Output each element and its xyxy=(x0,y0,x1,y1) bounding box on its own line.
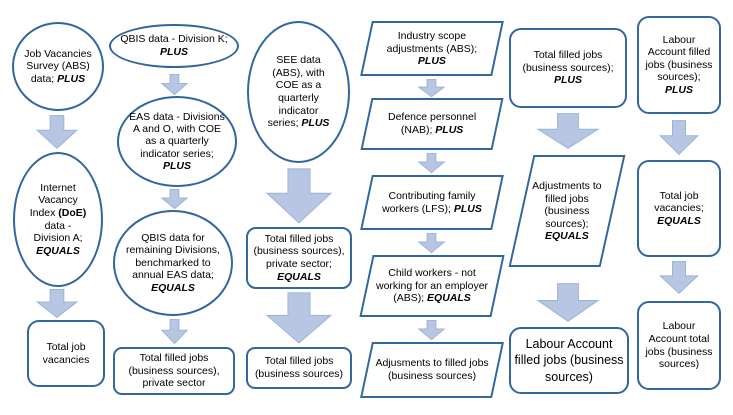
operator-label: PLUS xyxy=(453,202,482,215)
operator-label: EQUALS xyxy=(36,244,80,257)
node-total-job-vacancies-equals: Total job vacancies; EQUALS xyxy=(637,160,721,257)
operator-label: PLUS xyxy=(553,74,582,87)
node-labour-account-filled-jobs-plus: Labour Account filled jobs (business sou… xyxy=(637,16,721,114)
node-label: Total job vacancies; EQUALS xyxy=(639,190,719,228)
down-arrow-icon xyxy=(161,189,188,209)
node-text: Labour Account total jobs (business sour… xyxy=(645,320,713,371)
operator-label: EQUALS xyxy=(657,214,701,227)
node-qbis-division-k: QBIS data - Division K; PLUS xyxy=(109,24,239,68)
node-text: Job Vacancies Survey (ABS) data; xyxy=(24,47,92,85)
node-label: Child workers - not working for an emplo… xyxy=(368,267,496,305)
node-text: Total filled jobs (business sources); xyxy=(522,49,614,74)
node-label: QBIS data for remaining Divisions, bench… xyxy=(115,232,231,295)
down-arrow-icon xyxy=(418,233,445,253)
node-total-filled-jobs-private-equals: Total filled jobs (business sources), pr… xyxy=(246,227,352,289)
node-total-filled-jobs-business: Total filled jobs (business sources) xyxy=(246,347,352,389)
node-text: Internet Vacancy Index xyxy=(29,181,78,219)
operator-label: PLUS xyxy=(664,83,693,96)
node-industry-scope-adjustments: Industry scope adjustments (ABS); PLUS xyxy=(360,21,504,76)
node-text: Adjusments to filled jobs (business sour… xyxy=(375,357,489,382)
down-arrow-icon xyxy=(36,115,78,149)
node-label: Adjusments to filled jobs (business sour… xyxy=(368,357,496,382)
node-labour-account-filled-jobs: Labour Account filled jobs (business sou… xyxy=(509,327,629,394)
down-arrow-icon xyxy=(659,261,699,294)
down-arrow-icon xyxy=(36,289,78,318)
node-label: Industry scope adjustments (ABS); PLUS xyxy=(368,30,496,68)
node-text: data - Division A; xyxy=(33,219,83,245)
down-arrow-icon xyxy=(418,320,445,340)
operator-label: EQUALS xyxy=(427,292,471,305)
node-labour-account-total-jobs: Labour Account total jobs (business sour… xyxy=(637,301,721,390)
node-label: Contributing family workers (LFS); PLUS xyxy=(368,190,496,215)
down-arrow-icon xyxy=(536,113,600,149)
operator-label: EQUALS xyxy=(277,270,321,283)
node-label: Total filled jobs (business sources) xyxy=(248,355,350,380)
node-text: QBIS data for remaining Divisions, bench… xyxy=(126,231,220,282)
down-arrow-icon xyxy=(161,319,188,344)
node-label: QBIS data - Division K; PLUS xyxy=(111,33,237,58)
node-text: Adjustments to filled jobs (business sou… xyxy=(532,179,602,230)
down-arrow-icon xyxy=(536,283,600,322)
node-internet-vacancy-index: Internet Vacancy Index (DoE) data - Divi… xyxy=(13,152,103,287)
node-label: Labour Account filled jobs (business sou… xyxy=(511,336,627,385)
node-label: Labour Account total jobs (business sour… xyxy=(639,320,719,370)
bold-text: (DoE) xyxy=(58,206,87,219)
node-label: Total job vacancies xyxy=(29,341,103,366)
node-label: Total filled jobs (business sources), pr… xyxy=(248,233,350,283)
node-child-workers: Child workers - not working for an emplo… xyxy=(359,255,505,317)
operator-label: PLUS xyxy=(301,117,330,130)
node-total-filled-jobs-private: Total filled jobs (business sources), pr… xyxy=(113,347,235,395)
node-label: SEE data (ABS), with COE as a quarterly … xyxy=(249,54,348,130)
down-arrow-icon xyxy=(161,74,188,95)
node-text: SEE data (ABS), with COE as a quarterly … xyxy=(267,54,325,130)
down-arrow-icon xyxy=(659,120,699,155)
node-total-job-vacancies: Total job vacancies xyxy=(27,320,105,387)
operator-label: PLUS xyxy=(417,54,446,67)
node-eas-divisions-a-o: EAS data - Divisions A and O, with COE a… xyxy=(117,96,237,187)
operator-label: EQUALS xyxy=(151,281,195,294)
node-defence-personnel: Defence personnel (NAB); PLUS xyxy=(360,98,504,150)
operator-label: EQUALS xyxy=(545,229,589,242)
operator-label: PLUS xyxy=(159,46,188,58)
node-label: Total filled jobs (business sources); PL… xyxy=(511,49,625,87)
node-text: Total job vacancies; xyxy=(654,189,704,215)
down-arrow-icon xyxy=(265,168,333,224)
operator-label: PLUS xyxy=(162,160,191,173)
node-text: EAS data - Divisions A and O, with COE a… xyxy=(129,110,225,160)
node-job-vacancies-survey: Job Vacancies Survey (ABS) data; PLUS xyxy=(12,22,104,111)
node-adjustments-to-filled-jobs-equals: Adjustments to filled jobs (business sou… xyxy=(508,155,626,267)
node-text: Total filled jobs (business sources) xyxy=(254,355,344,380)
node-see-data: SEE data (ABS), with COE as a quarterly … xyxy=(247,21,350,163)
node-label: Internet Vacancy Index (DoE) data - Divi… xyxy=(15,182,101,258)
node-text: Total filled jobs (business sources), pr… xyxy=(253,232,345,270)
operator-label: PLUS xyxy=(435,124,464,136)
operator-label: PLUS xyxy=(57,72,86,85)
down-arrow-icon xyxy=(418,153,445,173)
node-label: EAS data - Divisions A and O, with COE a… xyxy=(119,111,235,173)
node-label: Defence personnel (NAB); PLUS xyxy=(368,111,496,136)
node-label: Adjustments to filled jobs (business sou… xyxy=(523,180,611,243)
node-qbis-remaining-divisions: QBIS data for remaining Divisions, bench… xyxy=(113,210,233,316)
node-label: Total filled jobs (business sources), pr… xyxy=(115,352,233,390)
node-adjusments-to-filled-jobs: Adjusments to filled jobs (business sour… xyxy=(360,342,504,398)
node-text: Total filled jobs (business sources), pr… xyxy=(128,352,220,390)
down-arrow-icon xyxy=(265,292,333,344)
node-text: Labour Account filled jobs (business sou… xyxy=(645,33,713,84)
node-text: Industry scope adjustments (ABS); xyxy=(386,29,478,55)
node-contributing-family-workers: Contributing family workers (LFS); PLUS xyxy=(360,175,504,230)
node-text: Labour Account filled jobs (business sou… xyxy=(514,337,624,384)
node-text: QBIS data - Division K; xyxy=(120,33,228,46)
node-total-filled-jobs-plus: Total filled jobs (business sources); PL… xyxy=(509,28,627,108)
node-label: Labour Account filled jobs (business sou… xyxy=(639,34,719,97)
down-arrow-icon xyxy=(418,79,445,97)
node-label: Job Vacancies Survey (ABS) data; PLUS xyxy=(14,48,102,86)
node-text: Total job vacancies xyxy=(42,340,90,366)
